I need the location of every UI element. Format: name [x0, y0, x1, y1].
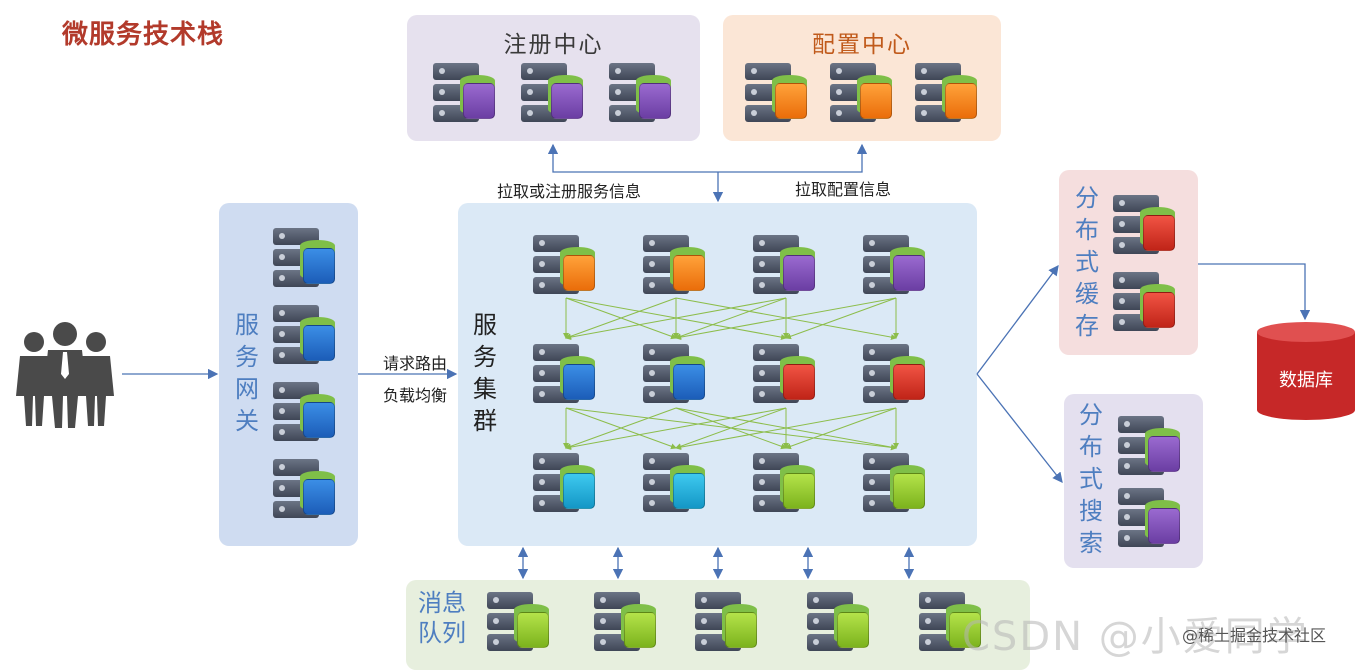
database-icon: 数据库: [1257, 322, 1355, 420]
pull-config-label: 拉取配置信息: [795, 180, 892, 199]
page-title: 微服务技术栈: [62, 20, 225, 50]
gateway-title: 服务网关: [235, 311, 259, 435]
balance-label: 负载均衡: [383, 386, 448, 405]
cache-server: [1113, 195, 1177, 257]
registry-server: [433, 63, 497, 125]
registry-title: 注册中心: [503, 32, 604, 58]
mq-server: [594, 592, 658, 654]
watermark-juejin: @稀土掘金技术社区: [1182, 626, 1327, 645]
cluster-server: [863, 235, 927, 297]
cluster-server: [753, 453, 817, 515]
cluster-server: [533, 344, 597, 406]
gateway-server: [273, 305, 337, 367]
users-icon: [16, 322, 114, 428]
registry-server: [521, 63, 585, 125]
search-server: [1118, 488, 1182, 550]
gateway-server: [273, 382, 337, 444]
config-server: [915, 63, 979, 125]
search-title: 分布式搜索: [1079, 401, 1103, 557]
route-label: 请求路由: [383, 354, 448, 373]
mq-server: [919, 592, 983, 654]
config-server: [745, 63, 809, 125]
cache-title: 分布式缓存: [1075, 184, 1099, 340]
cache-server: [1113, 272, 1177, 334]
cluster-server: [643, 344, 707, 406]
mq-server: [807, 592, 871, 654]
cluster-server: [533, 235, 597, 297]
database-label: 数据库: [1279, 370, 1333, 391]
cluster-server: [643, 235, 707, 297]
cluster-title: 服务集群: [473, 311, 497, 435]
search-server: [1118, 416, 1182, 478]
gateway-server: [273, 228, 337, 290]
registry-server: [609, 63, 673, 125]
config-server: [830, 63, 894, 125]
cluster-server: [753, 235, 817, 297]
mq-server: [695, 592, 759, 654]
cluster-server: [863, 453, 927, 515]
gateway-server: [273, 459, 337, 521]
cluster-server: [863, 344, 927, 406]
mq-server: [487, 592, 551, 654]
cluster-server: [753, 344, 817, 406]
watermark: CSDN @小爱同学: [962, 614, 1309, 660]
pull-register-label: 拉取或注册服务信息: [497, 182, 642, 201]
config-title: 配置中心: [812, 32, 912, 58]
mq-title: 消息队列: [418, 589, 466, 647]
cluster-server: [643, 453, 707, 515]
cluster-server: [533, 453, 597, 515]
